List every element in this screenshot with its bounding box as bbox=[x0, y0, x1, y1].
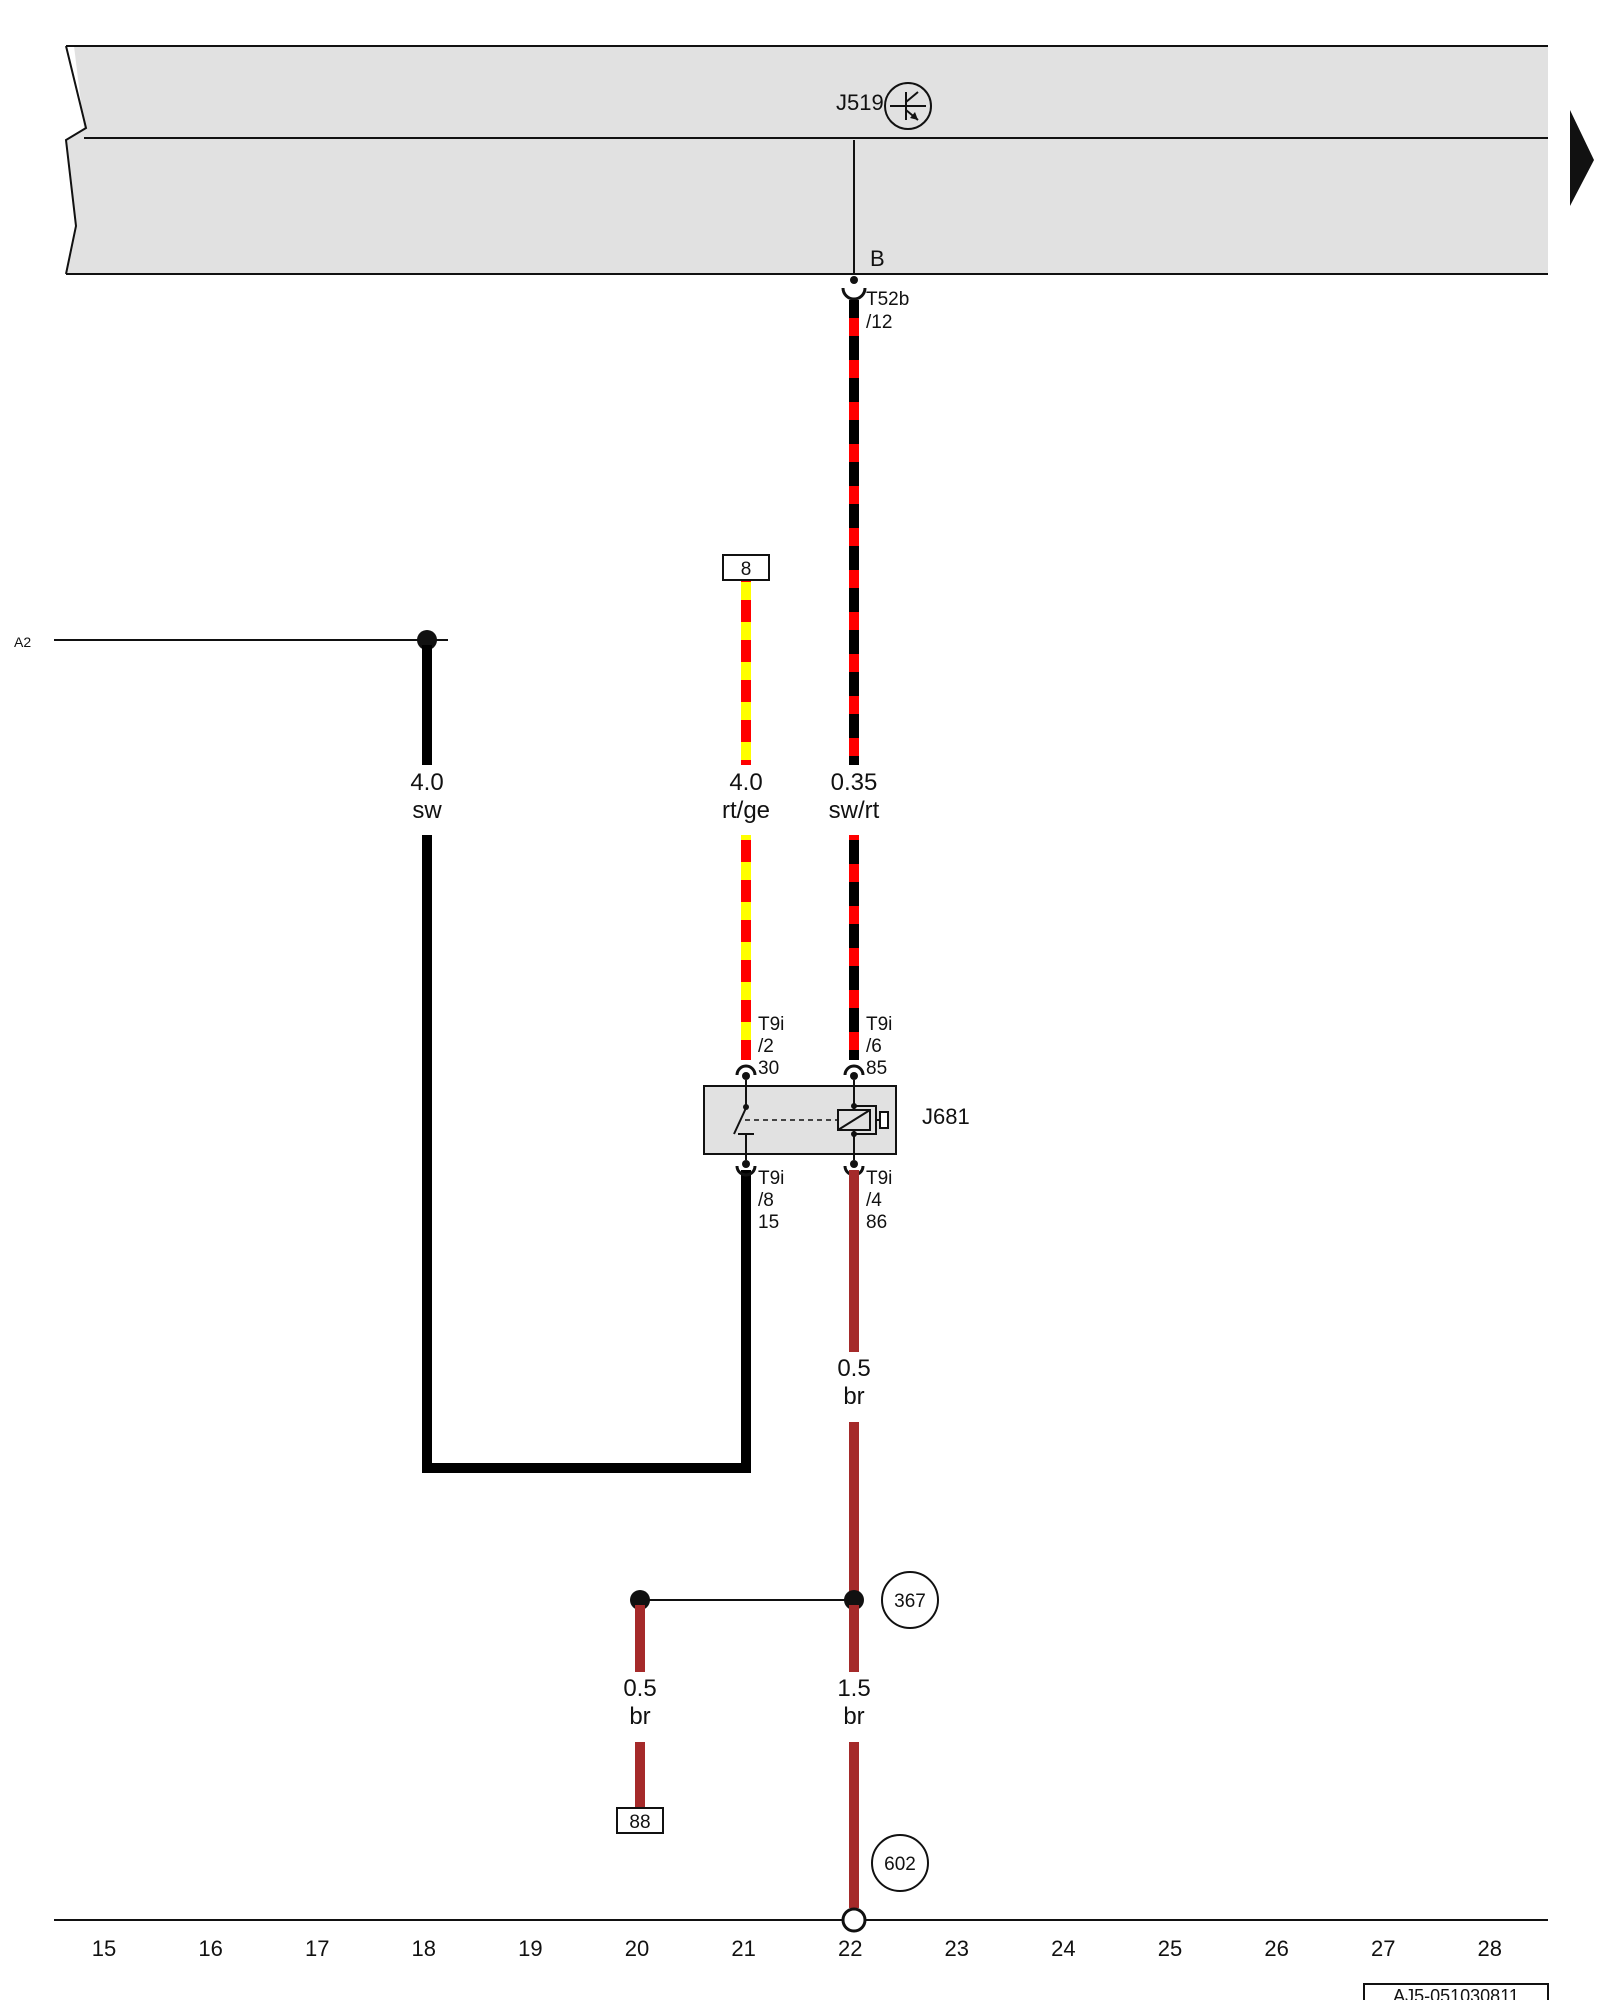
wire-br-1-5-size: 1.5 bbox=[837, 1675, 870, 1702]
wire-rt-ge-size: 4.0 bbox=[729, 769, 762, 796]
relay-pin-85-terminal: 85 bbox=[866, 1058, 887, 1079]
relay-coil-icon bbox=[837, 1080, 889, 1160]
wire-br-1-5: 1.5 br bbox=[837, 1605, 871, 1908]
grid-number: 27 bbox=[1371, 1936, 1395, 1961]
grid-number: 20 bbox=[625, 1936, 649, 1961]
reference-box-8-label: 8 bbox=[741, 559, 752, 580]
relay-pin-30-connector: T9i bbox=[758, 1014, 784, 1035]
grid-number: 26 bbox=[1264, 1936, 1288, 1961]
grid-number: 17 bbox=[305, 1936, 329, 1961]
relay-pin-85-pin: /6 bbox=[866, 1036, 882, 1057]
wire-sw-rt-color: sw/rt bbox=[829, 797, 880, 824]
relay-pin-30-pin: /2 bbox=[758, 1036, 774, 1057]
control-unit-terminal-label: B bbox=[870, 246, 885, 271]
relay-pin-15-terminal: 15 bbox=[758, 1212, 779, 1233]
control-unit-label: J519 bbox=[836, 90, 884, 115]
grid-number: 19 bbox=[518, 1936, 542, 1961]
wire-br-upper-color: br bbox=[843, 1383, 864, 1410]
wire-sw-rt-size: 0.35 bbox=[831, 769, 878, 796]
reference-circle-367-label: 367 bbox=[894, 1591, 926, 1612]
grid-number: 23 bbox=[945, 1936, 969, 1961]
connector-t52b-pin: /12 bbox=[866, 312, 892, 333]
document-number-label: AJ5-051030811 bbox=[1393, 1986, 1519, 2000]
relay-label: J681 bbox=[922, 1104, 970, 1129]
wire-sw: 4.0 sw bbox=[410, 645, 751, 1473]
wire-br-0-5-upper: 0.5 br bbox=[837, 1170, 871, 1598]
wire-rt-ge-color: rt/ge bbox=[722, 797, 770, 824]
relay-pin-30-terminal: 30 bbox=[758, 1058, 779, 1079]
wire-br-lower-color: br bbox=[629, 1703, 650, 1730]
grid-number: 28 bbox=[1478, 1936, 1502, 1961]
control-unit-housing bbox=[66, 46, 1548, 274]
reference-circle-367: 367 bbox=[881, 1571, 939, 1629]
grid-number: 15 bbox=[92, 1936, 116, 1961]
document-number: AJ5-051030811 bbox=[1363, 1983, 1549, 2000]
left-reference-label: A2 bbox=[14, 634, 31, 650]
reference-circle-602: 602 bbox=[871, 1834, 929, 1892]
grid-number: 16 bbox=[198, 1936, 222, 1961]
grid-number: 18 bbox=[412, 1936, 436, 1961]
grid-number: 25 bbox=[1158, 1936, 1182, 1961]
connector-t52b: T52b /12 bbox=[841, 276, 909, 333]
reference-box-88: 88 bbox=[616, 1807, 664, 1834]
reference-box-8: 8 bbox=[722, 554, 770, 581]
wire-sw-rt: 0.35 sw/rt bbox=[829, 300, 880, 1060]
relay-pin-86-pin: /4 bbox=[866, 1190, 882, 1211]
grid-number: 22 bbox=[838, 1936, 862, 1961]
reference-box-88-label: 88 bbox=[629, 1812, 650, 1833]
relay-pin-15-pin: /8 bbox=[758, 1190, 774, 1211]
relay-pin-85-connector: T9i bbox=[866, 1014, 892, 1035]
wire-br-upper-size: 0.5 bbox=[837, 1355, 870, 1382]
relay-pin-86-terminal: 86 bbox=[866, 1212, 887, 1233]
wire-br-1-5-color: br bbox=[843, 1703, 864, 1730]
relay-j681: J681 T9i /2 30 T9i /6 85 T9i /8 15 T9i /… bbox=[703, 1014, 970, 1233]
wire-rt-ge: 4.0 rt/ge bbox=[722, 581, 770, 1060]
continuation-arrow-icon bbox=[1570, 110, 1594, 206]
wire-br-lower-size: 0.5 bbox=[623, 1675, 656, 1702]
relay-pin-15-connector: T9i bbox=[758, 1168, 784, 1189]
wire-sw-color: sw bbox=[412, 797, 442, 824]
ground-connection-icon bbox=[841, 1907, 867, 1933]
transistor-symbol-icon bbox=[884, 82, 932, 130]
grid-number: 24 bbox=[1051, 1936, 1075, 1961]
wire-sw-size: 4.0 bbox=[410, 769, 443, 796]
grid-number: 21 bbox=[731, 1936, 755, 1961]
connector-t52b-label: T52b bbox=[866, 289, 909, 310]
relay-switch-icon bbox=[733, 1080, 840, 1160]
wire-br-0-5-lower: 0.5 br bbox=[623, 1605, 657, 1808]
reference-circle-602-label: 602 bbox=[884, 1854, 916, 1875]
grid-numbers: 15 16 17 18 19 20 21 22 23 24 25 26 27 28 bbox=[92, 1936, 1502, 1961]
control-unit-j519: J519 B bbox=[64, 45, 1548, 275]
relay-pin-86-connector: T9i bbox=[866, 1168, 892, 1189]
